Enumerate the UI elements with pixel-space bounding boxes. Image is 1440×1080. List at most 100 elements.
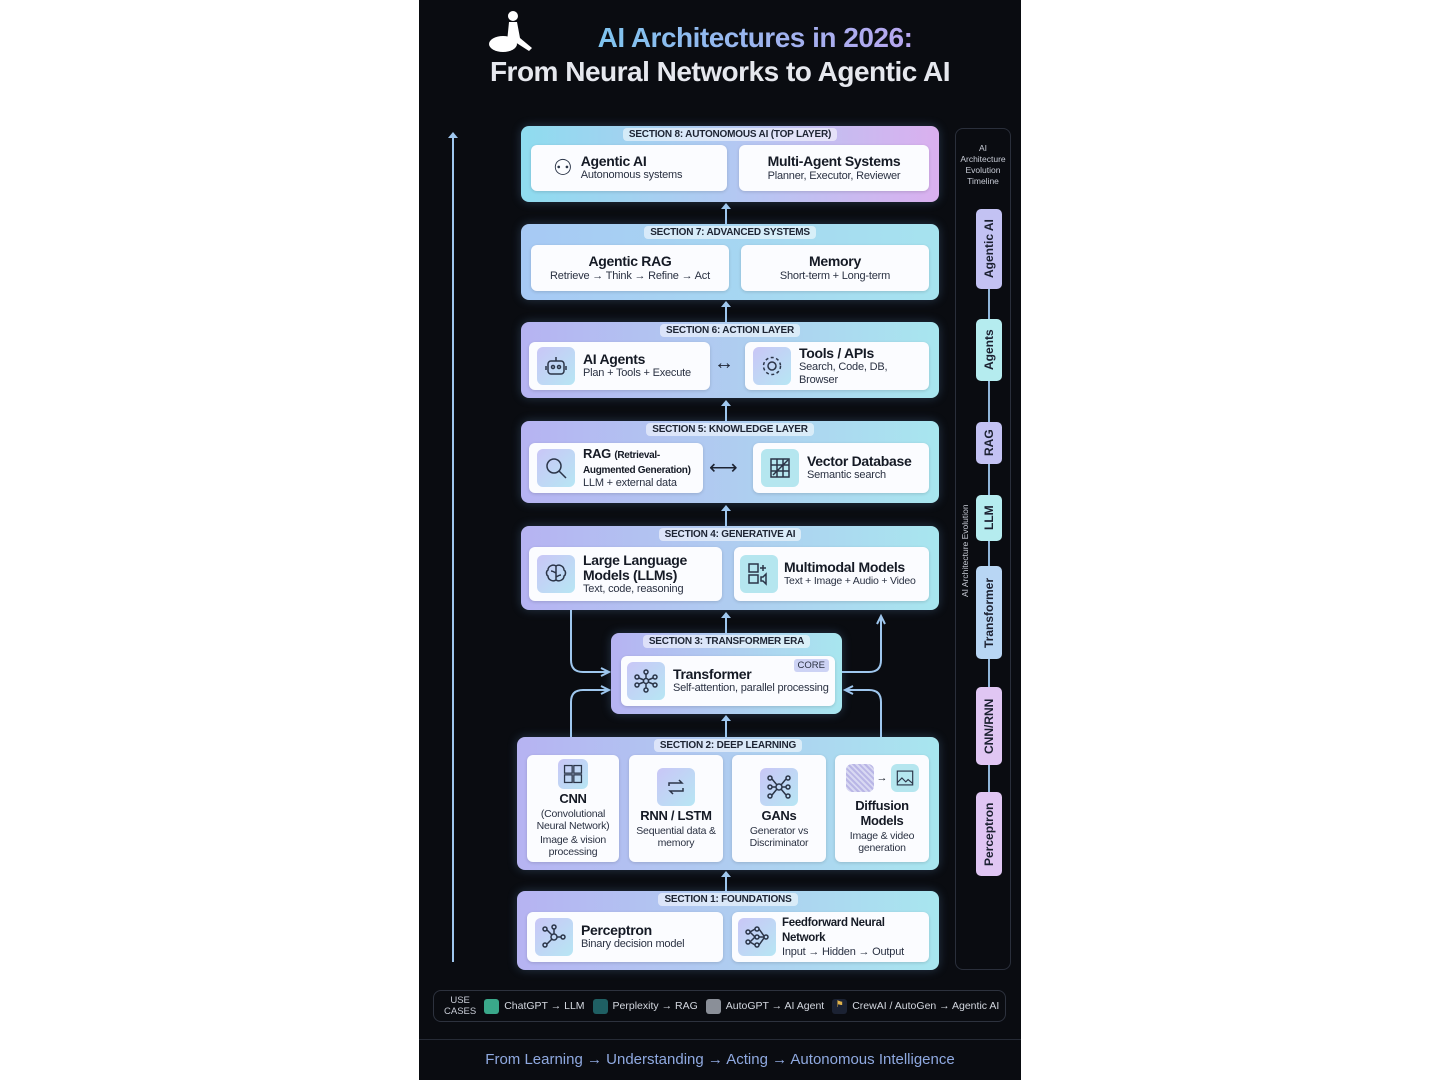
title-line-1: AI Architectures in 2026: <box>597 22 913 53</box>
evolution-arrow <box>448 132 458 962</box>
title-line-2: From Neural Networks to Agentic AI <box>489 56 951 87</box>
gan-network-icon <box>760 768 798 806</box>
card-subtitle: Semantic search <box>807 469 886 481</box>
card-title: Memory <box>809 252 861 269</box>
timeline-item-perceptron: Perceptron <box>976 792 1002 876</box>
timeline-connector <box>988 659 990 687</box>
card-llms: Large Language Models (LLMs)Text, code, … <box>529 547 722 601</box>
card-title: CNN <box>559 791 587 806</box>
timeline-title: AI Architecture Evolution Timeline <box>960 143 1006 186</box>
card-subtitle: Planner, Executor, Reviewer <box>767 169 901 182</box>
card-gans: GANs Generator vs Discriminator <box>732 755 826 862</box>
card-subtitle: Search, Code, DB, Browser <box>799 360 888 386</box>
flow-arrow <box>721 203 731 224</box>
timeline-connector <box>988 381 990 422</box>
timeline-connector <box>988 541 990 566</box>
card-title: Tools / APIs <box>799 344 874 361</box>
card-subtitle: Text, code, reasoning <box>583 582 684 595</box>
loop-icon <box>657 768 695 806</box>
card-title: AI Agents <box>583 351 646 367</box>
section-5-knowledge-layer: SECTION 5: KNOWLEDGE LAYER RAG (Retrieva… <box>521 421 939 503</box>
card-subtitle: Input → Hidden → Output <box>782 945 904 958</box>
card-title: Feedforward Neural Network <box>782 916 885 944</box>
vector-grid-icon <box>761 449 799 487</box>
use-case-autogpt: AutoGPT → AI Agent <box>705 998 824 1014</box>
search-icon <box>537 449 575 487</box>
card-title: Diffusion Models <box>855 797 909 828</box>
image-grid-icon <box>558 759 588 789</box>
network-icon <box>627 662 665 700</box>
timeline-item-transformer: Transformer <box>976 566 1002 659</box>
brain-icon <box>537 555 575 593</box>
perplexity-icon <box>592 998 608 1014</box>
card-title: Agentic RAG <box>588 252 672 269</box>
robots-icon: ⚇ <box>553 155 573 180</box>
multimodal-icon <box>740 555 778 593</box>
timeline-side-label: AI Architecture Evolution <box>960 504 970 598</box>
card-title: Large Language Models (LLMs) <box>583 551 687 583</box>
card-subtitle: Generator vs Discriminator <box>749 825 809 849</box>
feedforward-icon <box>738 918 776 956</box>
crewai-icon: ⚑ <box>832 998 848 1014</box>
timeline-item-agentic-ai: Agentic AI <box>976 209 1002 289</box>
gear-icon <box>753 347 791 385</box>
bidirectional-arrow: ⟷ <box>709 457 738 479</box>
timeline-item-cnn-rnn: CNN/RNN <box>976 687 1002 765</box>
core-badge: CORE <box>793 659 829 672</box>
card-subtitle: LLM + external data <box>583 476 677 489</box>
evolution-timeline: AI Architecture Evolution Timeline AI Ar… <box>955 128 1011 970</box>
card-subtitle: Self-attention, parallel processing <box>673 682 829 694</box>
person-on-cloud-logo <box>489 11 532 52</box>
chatgpt-icon <box>484 998 500 1014</box>
section-4-generative-ai: SECTION 4: GENERATIVE AI Large Language … <box>521 526 939 610</box>
card-title: Multimodal Models <box>784 559 905 575</box>
section-label: SECTION 6: ACTION LAYER <box>521 324 939 337</box>
card-title: Multi-Agent Systems <box>767 152 901 169</box>
timeline-item-agents: Agents <box>976 319 1002 381</box>
card-title: GANs <box>761 808 797 823</box>
card-rnn-lstm: RNN / LSTM Sequential data & memory <box>629 755 723 862</box>
card-title: RAG (Retrieval-Augmented Generation) <box>583 445 691 476</box>
infographic-poster: AI Architectures in 2026: From Neural Ne… <box>419 0 1021 1080</box>
section-8-autonomous-ai: SECTION 8: AUTONOMOUS AI (TOP LAYER) ⚇ A… <box>521 126 939 202</box>
card-subtitle: Plan + Tools + Execute <box>583 367 691 379</box>
section-2-deep-learning: SECTION 2: DEEP LEARNING CNN (Convolutio… <box>517 737 939 870</box>
timeline-connector <box>988 464 990 495</box>
flow-arrow <box>721 301 731 322</box>
flow-arrow <box>721 871 731 891</box>
section-label: SECTION 5: KNOWLEDGE LAYER <box>521 423 939 436</box>
card-title-note: (Retrieval-Augmented Generation) <box>583 449 691 476</box>
flow-arrow <box>721 612 731 633</box>
card-title: Perceptron <box>581 922 652 938</box>
noise-to-image-icon: → <box>845 763 919 792</box>
use-cases-label: USE CASES <box>444 995 477 1017</box>
card-title: Vector Database <box>807 453 912 469</box>
autogpt-icon <box>705 998 721 1014</box>
transformer-connectors <box>570 610 886 738</box>
timeline-connector <box>988 289 990 319</box>
flow-arrow <box>721 400 731 421</box>
section-label: SECTION 7: ADVANCED SYSTEMS <box>521 226 939 239</box>
section-label: SECTION 3: TRANSFORMER ERA <box>611 635 842 648</box>
card-title: RNN / LSTM <box>640 808 712 823</box>
timeline-item-llm: LLM <box>976 495 1002 541</box>
card-title: Agentic AI <box>580 153 647 169</box>
card-diffusion-models: → Diffusion Models Image & video generat… <box>835 755 929 862</box>
card-subtitle: Image & video generation <box>849 829 915 854</box>
card-title-note: (Convolutional Neural Network) <box>536 808 610 832</box>
card-rag: RAG (Retrieval-Augmented Generation)LLM … <box>529 443 703 493</box>
card-subtitle: Image & vision processing <box>539 834 607 858</box>
